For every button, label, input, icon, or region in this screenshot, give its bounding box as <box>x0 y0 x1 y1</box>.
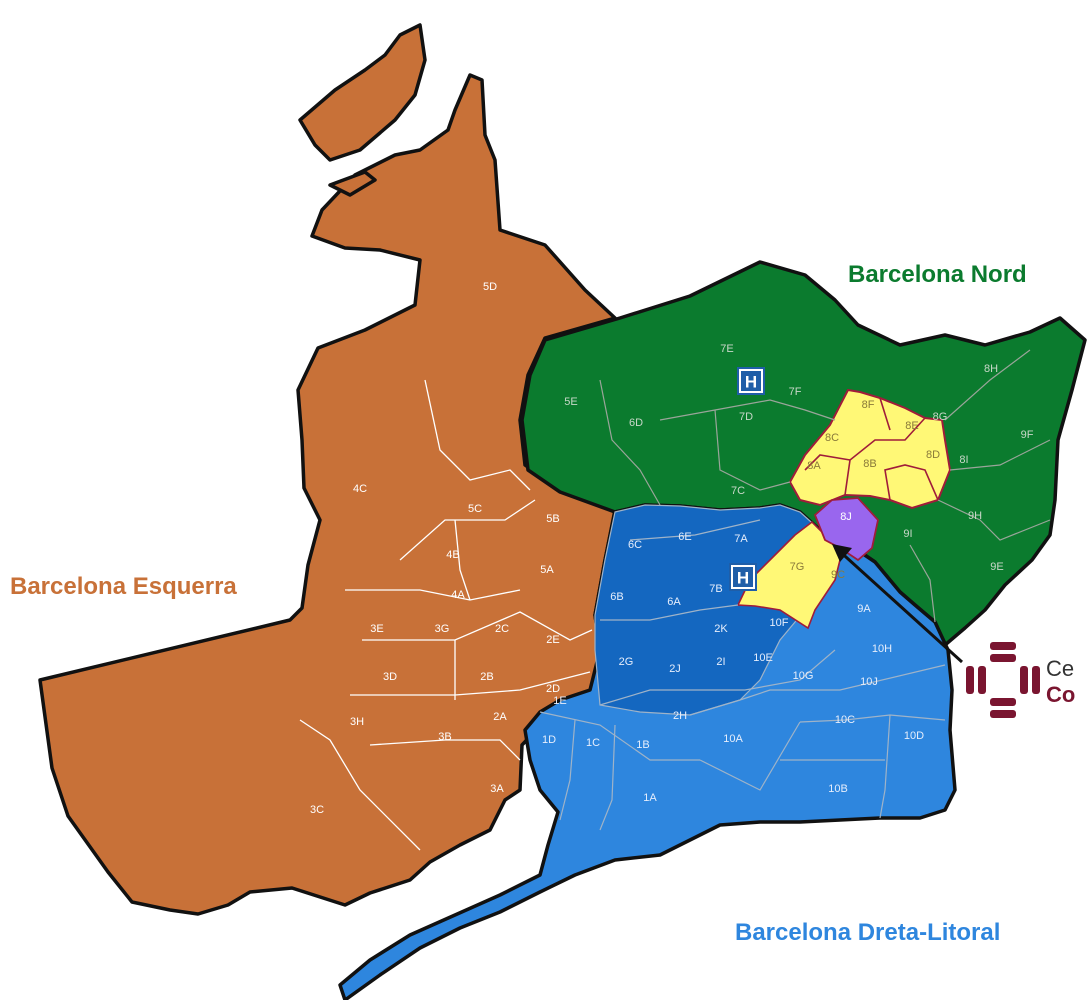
area-label-5c: 5C <box>468 503 482 515</box>
area-label-2d: 2D <box>546 683 560 695</box>
nord-internal-boundaries <box>599 349 1051 623</box>
area-label-2h: 2H <box>673 710 687 722</box>
area-label-10a: 10A <box>723 733 743 745</box>
area-label-9e: 9E <box>990 561 1003 573</box>
area-label-3d: 3D <box>383 671 397 683</box>
area-label-2c: 2C <box>495 623 509 635</box>
area-label-2e: 2E <box>546 634 559 646</box>
area-label-7g: 7G <box>790 561 805 573</box>
area-label-3a: 3A <box>490 783 504 795</box>
region-title-esquerra: Barcelona Esquerra <box>10 573 237 600</box>
org-name-line2: Co <box>1046 682 1076 707</box>
area-label-8b: 8B <box>863 458 876 470</box>
dreta-internal-boundaries <box>539 519 946 831</box>
area-label-1d: 1D <box>542 734 556 746</box>
area-label-9f: 9F <box>1021 429 1034 441</box>
area-label-8i: 8I <box>959 454 968 466</box>
area-label-9h: 9H <box>968 510 982 522</box>
zone-highlight-purple-8j <box>813 497 879 562</box>
area-label-6a: 6A <box>667 596 681 608</box>
area-label-7e: 7E <box>720 343 733 355</box>
area-label-3h: 3H <box>350 716 364 728</box>
area-label-1b: 1B <box>636 739 649 751</box>
area-label-2i: 2I <box>716 656 725 668</box>
area-label-5b: 5B <box>546 513 559 525</box>
area-label-9c: 9C <box>831 569 845 581</box>
area-label-3g: 3G <box>435 623 450 635</box>
area-label-8e: 8E <box>905 420 918 432</box>
area-label-2b: 2B <box>480 671 493 683</box>
area-label-10f: 10F <box>770 617 789 629</box>
area-label-7a: 7A <box>734 533 748 545</box>
area-label-9a: 9A <box>857 603 871 615</box>
area-label-7b: 7B <box>709 583 722 595</box>
area-label-8j: 8J <box>840 511 852 523</box>
svg-text:H: H <box>745 373 757 392</box>
area-label-5d: 5D <box>483 281 497 293</box>
area-label-7f: 7F <box>789 386 802 398</box>
area-label-8h: 8H <box>984 363 998 375</box>
area-label-5a: 5A <box>540 564 554 576</box>
area-label-10b: 10B <box>828 783 848 795</box>
area-label-6d: 6D <box>629 417 643 429</box>
area-label-8g: 8G <box>933 411 948 423</box>
area-label-8c: 8C <box>825 432 839 444</box>
region-esquerra-islet <box>328 170 377 197</box>
yellow-internal-boundaries <box>804 397 939 501</box>
pointer-line <box>834 546 964 664</box>
svg-text:H: H <box>737 569 749 588</box>
area-label-2g: 2G <box>619 656 634 668</box>
hospital-icon: H <box>729 563 757 591</box>
esquerra-internal-boundaries <box>299 379 593 851</box>
pointer-arrowhead <box>832 544 852 562</box>
hospital-icon: H <box>737 367 765 395</box>
area-label-10h: 10H <box>872 643 892 655</box>
area-label-2k: 2K <box>714 623 728 635</box>
area-label-6e: 6E <box>678 531 691 543</box>
area-label-10d: 10D <box>904 730 924 742</box>
area-label-8f: 8F <box>862 399 875 411</box>
area-label-3e: 3E <box>370 623 383 635</box>
area-label-7d: 7D <box>739 411 753 423</box>
area-label-6b: 6B <box>610 591 623 603</box>
region-title-nord: Barcelona Nord <box>848 261 1027 288</box>
area-label-10c: 10C <box>835 714 855 726</box>
area-label-8a: 8A <box>807 460 821 472</box>
area-label-10j: 10J <box>860 676 878 688</box>
org-name-line1: Ce <box>1046 656 1075 681</box>
area-label-5e: 5E <box>564 396 577 408</box>
area-label-8d: 8D <box>926 449 940 461</box>
area-label-4c: 4C <box>353 483 367 495</box>
area-label-3b: 3B <box>438 731 451 743</box>
area-label-4a: 4A <box>451 589 465 601</box>
area-label-10e: 10E <box>753 652 773 664</box>
area-label-1e: 1E <box>553 695 566 707</box>
area-label-1c: 1C <box>586 737 600 749</box>
area-label-9i: 9I <box>903 528 912 540</box>
cross-logo-icon <box>966 642 1040 718</box>
region-esquerra-north <box>298 23 427 162</box>
area-label-2a: 2A <box>493 711 507 723</box>
region-esquerra <box>38 73 617 916</box>
area-label-10g: 10G <box>793 670 814 682</box>
area-label-2j: 2J <box>669 663 681 675</box>
area-label-3c: 3C <box>310 804 324 816</box>
region-title-dreta-litoral: Barcelona Dreta-Litoral <box>735 919 1000 946</box>
area-label-6c: 6C <box>628 539 642 551</box>
area-labels: 5D 4C 5C 5B 4B 5A 4A 3E 3G 2C 2E 3D 2B 2D 3H 2A 3B 3A 3C 7E… <box>310 281 1034 816</box>
area-label-1a: 1A <box>643 792 657 804</box>
area-label-4b: 4B <box>446 549 459 561</box>
area-label-7c: 7C <box>731 485 745 497</box>
